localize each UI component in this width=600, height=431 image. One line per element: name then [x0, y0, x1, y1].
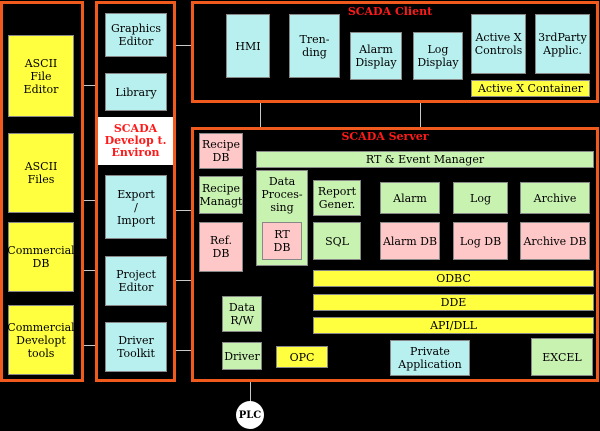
graphics-editor: Graphics Editor — [105, 13, 167, 57]
archive: Archive — [520, 182, 590, 214]
connector-plc — [250, 382, 251, 402]
connector-dev-client — [174, 45, 194, 46]
connector-left-dev-3 — [82, 270, 98, 271]
sql: SQL — [313, 222, 361, 260]
api-dll: API/DLL — [313, 317, 594, 334]
external-tools-frame — [0, 1, 84, 382]
active-x-controls: Active X Controls — [471, 14, 526, 74]
connector-dev-server-1 — [174, 210, 194, 211]
archive-db: Archive DB — [520, 222, 590, 260]
log-db: Log DB — [453, 222, 508, 260]
connector-left-dev-2 — [82, 200, 98, 201]
connector-client-server — [260, 102, 261, 128]
connector-dev-server-3 — [174, 350, 194, 351]
odbc: ODBC — [313, 270, 594, 287]
plc-node: PLC — [236, 401, 264, 429]
alarm: Alarm — [380, 182, 440, 214]
driver-toolkit: Driver Toolkit — [105, 322, 167, 372]
third-party-applications: 3rdParty Applic. — [535, 14, 590, 74]
report-generator: Report Gener. — [313, 180, 361, 216]
excel: EXCEL — [531, 338, 593, 376]
ascii-files: ASCII Files — [8, 133, 74, 213]
private-application: Private Application — [390, 340, 470, 376]
ascii-file-editor: ASCII File Editor — [8, 35, 74, 117]
opc: OPC — [276, 346, 328, 368]
driver: Driver — [222, 342, 262, 370]
dev-environment-title-box: SCADA Develop t. Environ — [98, 117, 173, 165]
dev-environment-frame — [95, 1, 176, 382]
recipe-db: Recipe DB — [199, 133, 243, 169]
alarm-display: Alarm Display — [350, 32, 402, 80]
recipe-management: Recipe Managt — [199, 176, 243, 214]
ref-db: Ref. DB — [199, 222, 243, 272]
scada-server-title: SCADA Server — [341, 130, 429, 143]
connector-client-server-2 — [420, 102, 421, 128]
hmi: HMI — [226, 14, 270, 78]
library: Library — [105, 73, 167, 111]
dev-environment-title: SCADA Develop t. Environ — [104, 122, 167, 159]
alarm-db: Alarm DB — [380, 222, 440, 260]
commercial-db: Commercial DB — [7, 222, 75, 292]
active-x-container: Active X Container — [471, 80, 590, 97]
plc-label: PLC — [238, 409, 262, 421]
scada-client-frame — [191, 1, 599, 103]
rt-event-manager: RT & Event Manager — [256, 151, 594, 168]
log: Log — [453, 182, 508, 214]
commercial-develop-tools: Commercial Developt tools — [7, 305, 75, 375]
connector-left-dev-4 — [82, 345, 98, 346]
connector-dev-server-2 — [174, 280, 194, 281]
project-editor: Project Editor — [105, 256, 167, 306]
scada-client-title: SCADA Client — [347, 5, 433, 18]
connector-left-dev-1 — [82, 85, 98, 86]
dde: DDE — [313, 294, 594, 311]
export-import: Export / Import — [105, 175, 167, 239]
data-read-write: Data R/W — [222, 296, 262, 332]
trending: Tren- ding — [289, 14, 340, 78]
log-display: Log Display — [413, 32, 463, 80]
rt-db: RT DB — [262, 222, 302, 260]
scada-server-frame — [191, 127, 599, 382]
